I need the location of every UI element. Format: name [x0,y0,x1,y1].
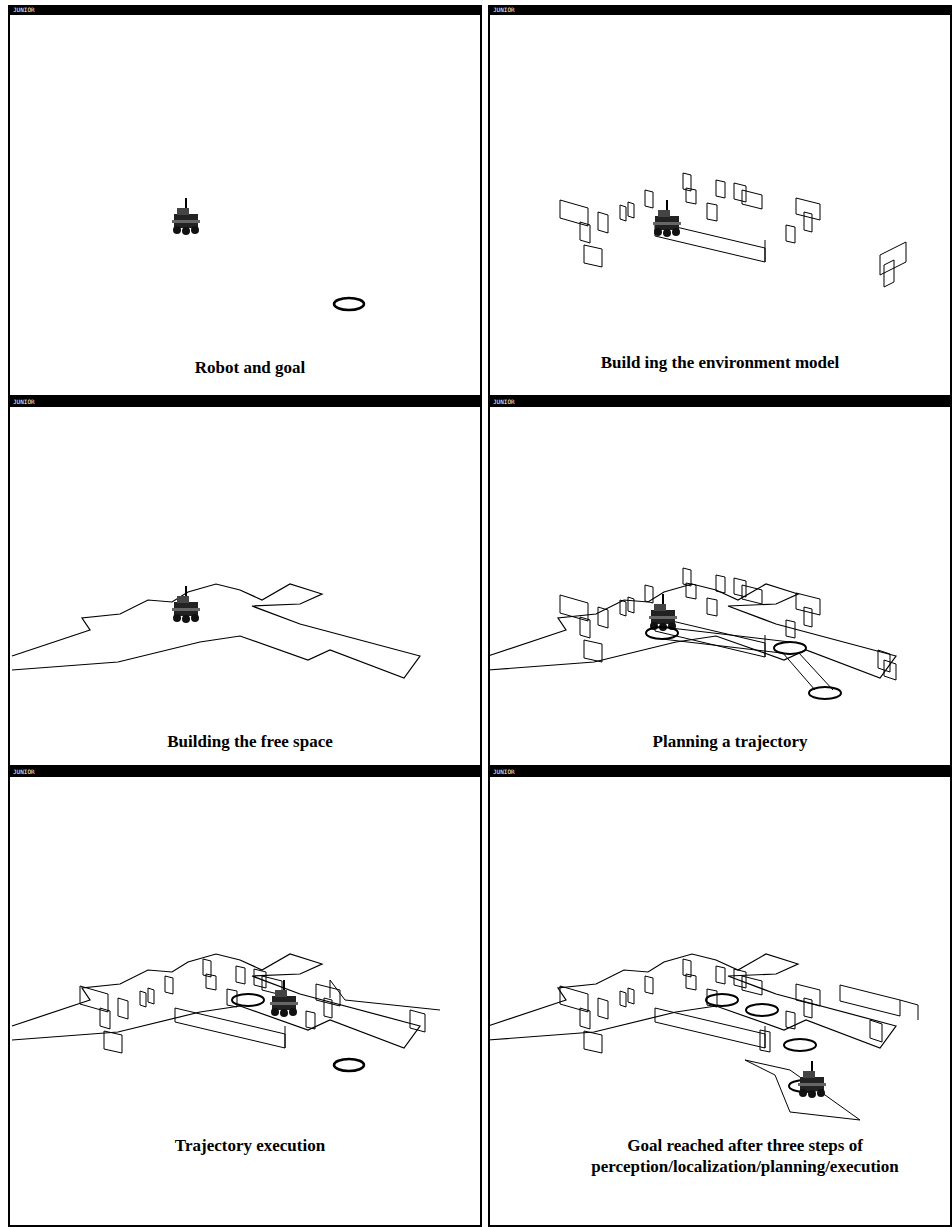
figure-panel: JUNIOR Build ing the environment model [488,5,952,397]
panel-caption: Planning a trajectory [550,731,910,752]
panel-caption: Robot and goal [70,357,430,378]
panel-title-bar: JUNIOR [490,397,950,407]
panel-caption: Goal reached after three steps of percep… [560,1135,930,1177]
figure-panel: JUNIOR Planning a trajectory [488,397,952,767]
figure-panel: JUNIOR Trajectory execution [8,767,482,1227]
panel-title-bar: JUNIOR [490,767,950,777]
figure-panel: JUNIOR Goal reached after three steps of … [488,767,952,1227]
panel-title-bar: JUNIOR [10,767,480,777]
panel-caption: Trajectory execution [70,1135,430,1156]
panel-caption: Building the free space [70,731,430,752]
figure-panel: JUNIOR Building the free space [8,397,482,767]
panel-caption: Build ing the environment model [530,352,910,373]
panel-title-bar: JUNIOR [10,397,480,407]
panel-title-bar: JUNIOR [10,5,480,15]
panel-title-bar: JUNIOR [490,5,950,15]
figure-panel: JUNIOR Robot and goal [8,5,482,397]
